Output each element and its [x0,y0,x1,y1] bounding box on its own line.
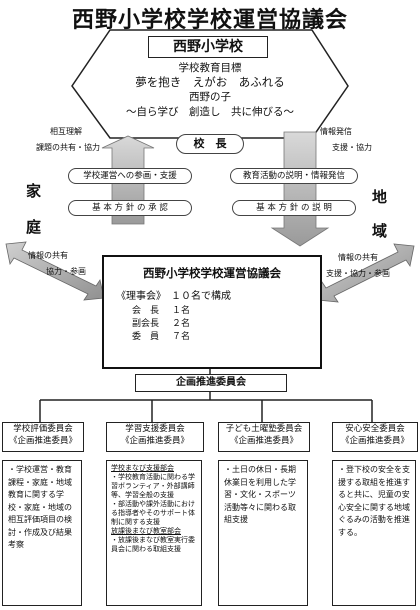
community-down-arrow [270,131,330,247]
council-member-count: ７名 [172,332,191,342]
committee-body: ・土日の休日・長期休業日を利用した学習・文化・スポーツ活動等々に関わる取組支援 [218,460,308,606]
goal-line-3: ～自ら学び 創造し 共に伸びる～ [126,106,294,118]
committee-sub: 《企画推進委員》 [120,436,189,446]
committee-sub: 《企画推進委員》 [229,436,298,446]
council-member-count: ２名 [172,319,191,329]
council-box: 西野小学校学校運営協議会 《理事会》 １０名で構成 会 長 １名 副会長 ２名 … [102,255,322,369]
committee-sub: 《企画推進委員》 [340,436,409,446]
family-label-top: 家 [26,182,42,200]
subgroup-text: ・学校教育活動に関わる学習ボランティア・外部講師等、学習全般の支援 [111,473,195,499]
family-bottom-note-2: 協力・参画 [46,267,86,276]
committee-name: 子ども土曜塾委員会 [225,424,303,434]
family-arrow-up-label: 学校運営への参画・支援 [68,168,192,184]
committee-safety: 安心安全委員会 《企画推進委員》 [332,422,418,452]
family-note-2: 課題の共有・協力 [36,143,100,152]
committee-name: 学校評価委員会 [13,424,73,434]
committee-school-evaluation: 学校評価委員会 《企画推進委員》 [2,422,84,452]
family-bottom-note-1: 情報の共有 [28,251,68,260]
family-note-1: 相互理解 [50,127,82,136]
community-note-2: 支援・協力 [332,143,372,152]
committee-learning-support: 学習支援委員会 《企画推進委員》 [106,422,204,452]
council-member-count: １名 [172,306,191,316]
subgroup-text: ・放課後まなび教室実行委員会に関わる取組支援 [111,536,195,553]
community-arrow-up-label: 教育活動の説明・情報発信 [230,168,358,184]
community-note-1: 情報発信 [320,127,352,136]
council-member-role: 会 長 [132,306,160,316]
subgroup-heading: 学校まなび支援部会 [111,464,174,472]
council-title: 西野小学校学校運営協議会 [143,266,281,280]
goal-line-1: 夢を抱き えがお あふれる [135,75,285,89]
committee-body: ・登下校の安全を支援する取組を推進すると共に、児童の安心安全に関する地域ぐるみの… [332,460,416,606]
page-title: 西野小学校学校運営協議会 [71,8,348,33]
community-arrow-down-label: 基 本 方 針 の 説 明 [232,200,356,216]
school-name-box: 西野小学校 [148,36,268,58]
principal-label: 校 長 [176,134,244,154]
committee-name: 安心安全委員会 [345,424,405,434]
planning-committee: 企画推進委員会 [135,374,287,392]
community-bottom-note-2: 支援・協力・参画 [326,269,390,278]
committee-name: 学習支援委員会 [125,424,185,434]
family-label-bottom: 庭 [26,218,42,236]
committee-body: 学校まなび支援部会 ・学校教育活動に関わる学習ボランティア・外部講師等、学習全般… [106,460,202,606]
committee-body: ・学校運営・教育課程・家庭・地域教育に関する学校・家庭・地域の相互評価項目の検討… [2,460,82,606]
subgroup-text: ・部活動や課外活動における指導者やそのサポート体制に関する支援 [111,500,195,526]
subgroup-heading: 放課後まなび教室部会 [111,527,181,535]
committee-sub: 《企画推進委員》 [8,436,77,446]
goal-line-2: 西野の子 [189,91,231,103]
council-member-role: 委 員 [132,332,160,342]
community-bottom-note-1: 情報の共有 [338,253,378,262]
committee-saturday-school: 子ども土曜塾委員会 《企画推進委員》 [218,422,310,452]
community-label-top: 地 [372,188,388,206]
council-member-role: 副会長 [132,319,160,329]
goal-heading: 学校教育目標 [178,62,242,74]
council-board: 《理事会》 １０名で構成 [116,291,231,302]
family-arrow-down-label: 基 本 方 針 の 承 認 [68,200,192,216]
community-label-bottom: 域 [372,222,388,240]
